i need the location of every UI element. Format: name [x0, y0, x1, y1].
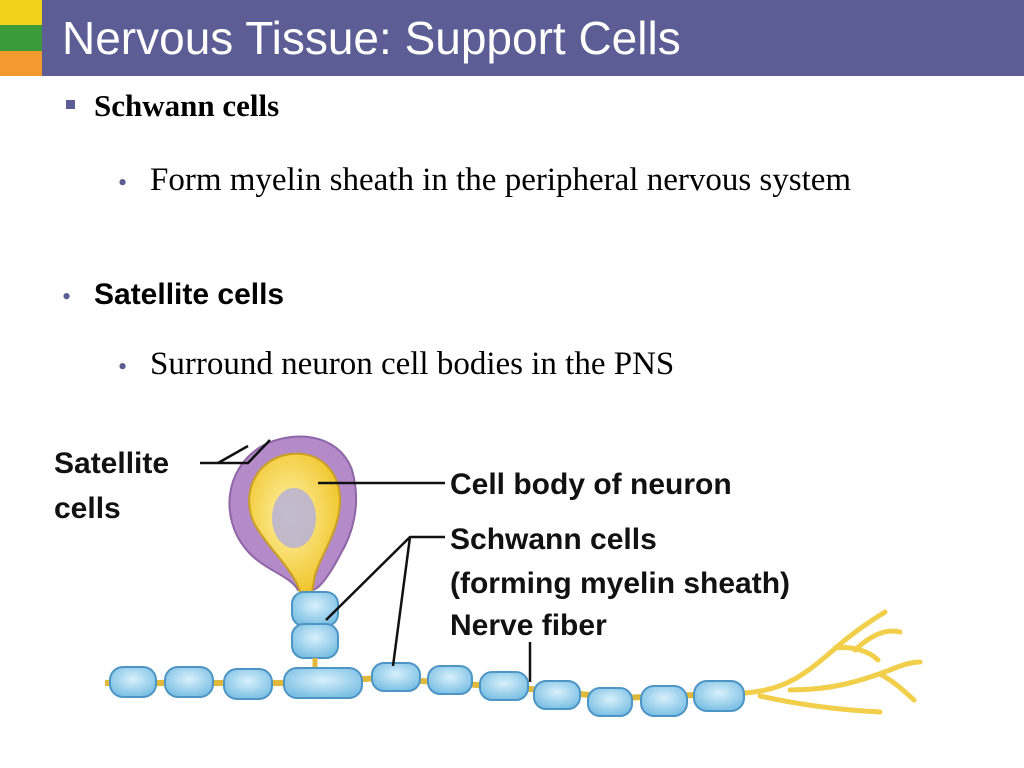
accent-block-green	[0, 25, 42, 51]
title-bar: Nervous Tissue: Support Cells	[0, 0, 1024, 76]
accent-block-orange	[0, 51, 42, 76]
leader-lines	[200, 439, 532, 682]
square-bullet-icon	[66, 100, 75, 109]
bullet-heading-satellite: Satellite cells	[94, 278, 285, 311]
nucleus	[272, 488, 316, 548]
label-schwann-cells-line2: (forming myelin sheath)	[450, 567, 791, 600]
myelin-segments-row	[109, 662, 745, 717]
slide-title: Nervous Tissue: Support Cells	[62, 12, 681, 64]
dot-bullet-icon: •	[62, 282, 72, 311]
label-satellite-cells-line1: Satellite	[54, 447, 170, 480]
dot-bullet-icon: •	[118, 352, 128, 381]
accent-block-yellow	[0, 0, 42, 25]
myelin-segment	[291, 591, 339, 627]
label-nerve-fiber: Nerve fiber	[450, 609, 607, 642]
label-satellite-cells-line2: cells	[54, 492, 121, 525]
label-schwann-cells-line1: Schwann cells	[450, 523, 657, 556]
myelin-segment	[291, 623, 339, 659]
label-cell-body: Cell body of neuron	[450, 468, 732, 501]
bullet-text-schwann: Form myelin sheath in the peripheral ner…	[150, 162, 852, 198]
bullet-heading-schwann: Schwann cells	[94, 88, 280, 123]
bullet-text-satellite: Surround neuron cell bodies in the PNS	[150, 346, 675, 382]
dot-bullet-icon: •	[118, 168, 128, 197]
axon-terminal-branches	[742, 609, 923, 715]
